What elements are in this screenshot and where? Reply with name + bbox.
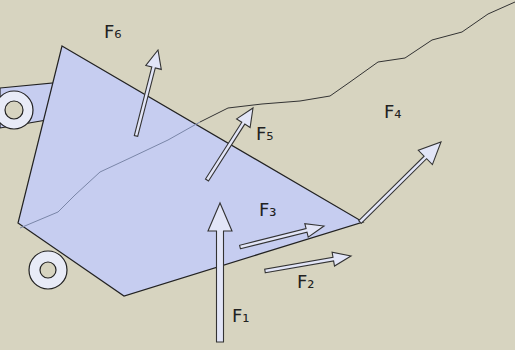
force-label: F₃ — [259, 200, 277, 220]
bucket-body — [18, 46, 363, 296]
force-arrow — [208, 203, 232, 342]
pivot-ring — [29, 251, 67, 289]
ground-line — [200, 2, 515, 122]
force-arrow — [134, 50, 161, 136]
force-arrow — [240, 224, 324, 249]
force-label: F₄ — [384, 102, 402, 122]
force-arrows — [134, 50, 441, 342]
force-arrow — [265, 252, 351, 273]
soil-surface-inside — [20, 122, 200, 228]
force-label: F₆ — [104, 22, 122, 42]
force-label: F₅ — [256, 124, 274, 144]
force-label: F₂ — [297, 272, 315, 292]
force-label: F₁ — [232, 306, 250, 326]
force-arrow — [206, 108, 254, 181]
force-arrow — [359, 142, 441, 223]
